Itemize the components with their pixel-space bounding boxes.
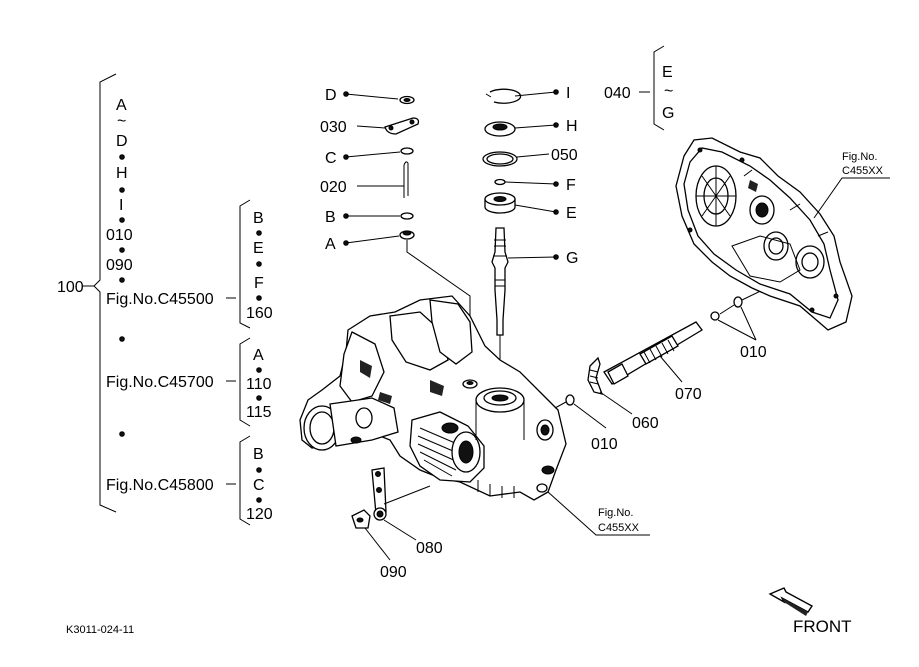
lever-assembly (351, 467, 431, 561)
callout-A: A (325, 236, 336, 253)
housing-cover (675, 137, 853, 331)
tree-bullet (119, 217, 125, 223)
output-shaft-assembly (554, 271, 801, 429)
callout-D: D (325, 87, 337, 104)
tree-item: 120 (246, 506, 273, 523)
tree-item: E (253, 240, 264, 257)
callout-F: F (566, 177, 576, 194)
tree-item: B (253, 446, 264, 463)
tree-item: D (116, 133, 128, 150)
pin-020 (403, 161, 409, 198)
callout-020: 020 (320, 179, 347, 196)
callout-E: E (566, 205, 577, 222)
tree-item: A (253, 347, 264, 364)
housing-fig-ref-line1: Fig.No. (598, 507, 633, 519)
tree-bullet (119, 336, 125, 342)
group-code: 040 (604, 85, 631, 102)
washer-010 (565, 394, 575, 406)
tree-fig-ref: Fig.No.C45800 (106, 477, 214, 494)
tree-bullet (119, 247, 125, 253)
svg-text:G: G (662, 105, 674, 122)
tree-item: 160 (246, 305, 273, 322)
callout-B: B (325, 209, 336, 226)
tree-item: F (254, 275, 264, 292)
front-arrow-icon (768, 587, 814, 616)
left-parts-tree: 100 A ~ D H I 010 090 Fig.No.C45500 B E … (57, 73, 273, 526)
callout-H: H (566, 118, 578, 135)
callout-030: 030 (320, 119, 347, 136)
drawing-code: K3011-024-11 (66, 624, 134, 636)
svg-text:E: E (662, 64, 673, 81)
callout-G: G (566, 250, 578, 267)
cover-fig-ref-line1: Fig.No. (842, 151, 877, 163)
ring-F (494, 178, 506, 186)
tree-bullet (119, 431, 125, 437)
tree-item: 115 (246, 404, 272, 421)
callout-080: 080 (416, 540, 443, 557)
tree-root-label: 100 (57, 279, 84, 296)
svg-text:~: ~ (664, 83, 673, 100)
tree-item: 110 (246, 376, 272, 393)
callout-010-upper: 010 (740, 344, 767, 361)
callout-I: I (566, 85, 570, 102)
center-shaft-stack (482, 88, 522, 380)
callout-060: 060 (632, 415, 659, 432)
shaft-G (491, 227, 509, 336)
callouts-center-column: I H 050 F E G (504, 85, 578, 267)
tree-bullet (119, 154, 125, 160)
callout-070: 070 (675, 386, 702, 403)
ring-C (400, 147, 414, 155)
tree-item: H (116, 165, 128, 182)
cover-fig-ref-line2: C455XX (842, 165, 884, 177)
callout-090: 090 (380, 564, 407, 581)
callout-050: 050 (551, 147, 578, 164)
tree-bullet (119, 187, 125, 193)
callout-010-lower: 010 (591, 436, 618, 453)
tree-item: B (253, 210, 264, 227)
top-right-group: 040 E ~ G (604, 45, 674, 131)
gear-060 (587, 356, 604, 395)
washer-010-upper (710, 311, 720, 321)
tree-item: A (116, 97, 127, 114)
tree-fig-ref: Fig.No.C45500 (106, 291, 214, 308)
tree-item: 090 (106, 257, 133, 274)
front-direction-label: FRONT (793, 617, 852, 636)
tree-item: ~ (117, 113, 126, 130)
tree-fig-ref: Fig.No.C45700 (106, 374, 214, 391)
tree-item: C (253, 477, 265, 494)
callout-C: C (325, 150, 337, 167)
transaxle-housing (299, 295, 567, 501)
tree-item: 010 (106, 227, 133, 244)
housing-fig-ref-line2: C455XX (598, 522, 640, 534)
tree-item: I (119, 197, 123, 214)
washer-B (400, 212, 414, 220)
tree-bullet (119, 277, 125, 283)
callouts-left-column: D 030 C 020 B A (320, 87, 404, 253)
